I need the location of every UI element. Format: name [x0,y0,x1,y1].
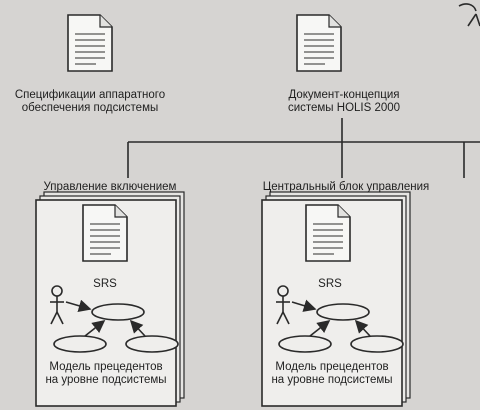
vision-document-label-line1: Документ-концепция [288,89,400,101]
hardware-spec-label-line1: Спецификации аппаратного [14,89,166,101]
package-central-unit-caption-line2: на уровне подсистемы [271,374,393,386]
package-power-control-caption-line1: Модель прецедентов [49,361,163,373]
package-central-unit-title: Центральный блок управления [262,181,430,193]
package-power-control-caption-line2: на уровне подсистемы [45,374,167,386]
package-power-control-document-icon [82,204,128,262]
package-central-unit-caption: Модель прецедентов на уровне подсистемы [252,361,412,387]
vision-document-label: Документ-концепция системы HOLIS 2000 [254,89,434,115]
hardware-spec-document-icon [67,14,113,72]
package-central-unit-srs-label: SRS [318,278,342,290]
connector-lines [127,118,480,178]
hardware-spec-label: Спецификации аппаратного обеспечения под… [0,89,180,115]
hardware-spec-label-line2: обеспечения подсистемы [21,102,159,114]
package-power-control-usecase-model [50,285,179,353]
vision-document-label-line2: системы HOLIS 2000 [287,102,401,114]
package-power-control-caption: Модель прецедентов на уровне подсистемы [26,361,186,387]
package-power-control-srs-label: SRS [93,278,117,290]
package-central-unit-usecase-model [276,285,404,353]
cropped-element-icon [458,3,480,27]
package-central-unit-document-icon [305,204,351,262]
package-power-control-title: Управление включением [43,181,177,193]
package-central-unit-caption-line1: Модель прецедентов [275,361,389,373]
vision-document-icon [296,14,342,72]
